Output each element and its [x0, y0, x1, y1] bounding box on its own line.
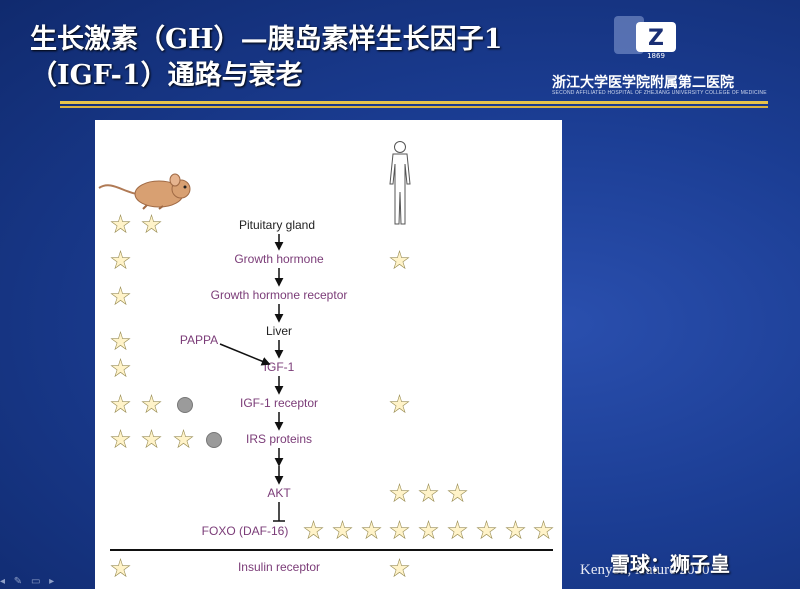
node-pituitary-gland: Pituitary gland — [238, 218, 316, 232]
node-liver: Liver — [265, 324, 293, 338]
title-rule-secondary — [60, 106, 768, 108]
slide-title: 生长激素（GH）—胰岛素样生长因子1 （IGF-1）通路与衰老 — [30, 22, 590, 94]
node-growth-hormone-receptor: Growth hormone receptor — [210, 288, 348, 302]
node-igf-1-receptor: IGF-1 receptor — [239, 396, 319, 410]
node-foxo: FOXO (DAF-16) — [201, 524, 289, 538]
human-icon — [389, 141, 411, 225]
svg-text:Z: Z — [648, 26, 664, 51]
dot-icon — [177, 397, 193, 413]
slide-title-line1: 生长激素（GH）—胰岛素样生长因子1 — [30, 24, 503, 55]
hospital-name: 浙江大学医学院附属第二医院 — [552, 75, 734, 91]
node-akt: AKT — [267, 486, 291, 500]
hospital-logo-icon: Z 1869 — [614, 16, 676, 60]
hospital-subtitle: SECOND AFFILIATED HOSPITAL OF ZHEJIANG U… — [552, 90, 767, 96]
title-rule — [60, 101, 768, 104]
diagram-panel: Pituitary gland Growth hormone Growth ho… — [95, 120, 562, 589]
node-igf-1: IGF-1 — [263, 360, 295, 374]
pathway-arrows — [110, 234, 553, 551]
citation-credit: Kenyon, Nature 2010 — [580, 562, 710, 578]
logo-year: 1869 — [647, 52, 665, 60]
watermark: 雪球：狮子皇 — [610, 552, 730, 576]
node-growth-hormone: Growth hormone — [234, 252, 324, 266]
slideshow-toolbar[interactable]: ◂ ✎ ▭ ▸ — [0, 576, 58, 587]
node-insulin-receptor: Insulin receptor — [237, 560, 321, 574]
node-irs-proteins: IRS proteins — [245, 432, 313, 446]
slide-title-line2: （IGF-1）通路与衰老 — [30, 60, 303, 91]
dot-icon — [206, 432, 222, 448]
arrow-pappa-to-igf1 — [219, 343, 271, 366]
node-pappa: PAPPA — [179, 333, 219, 347]
mouse-icon — [98, 173, 191, 210]
